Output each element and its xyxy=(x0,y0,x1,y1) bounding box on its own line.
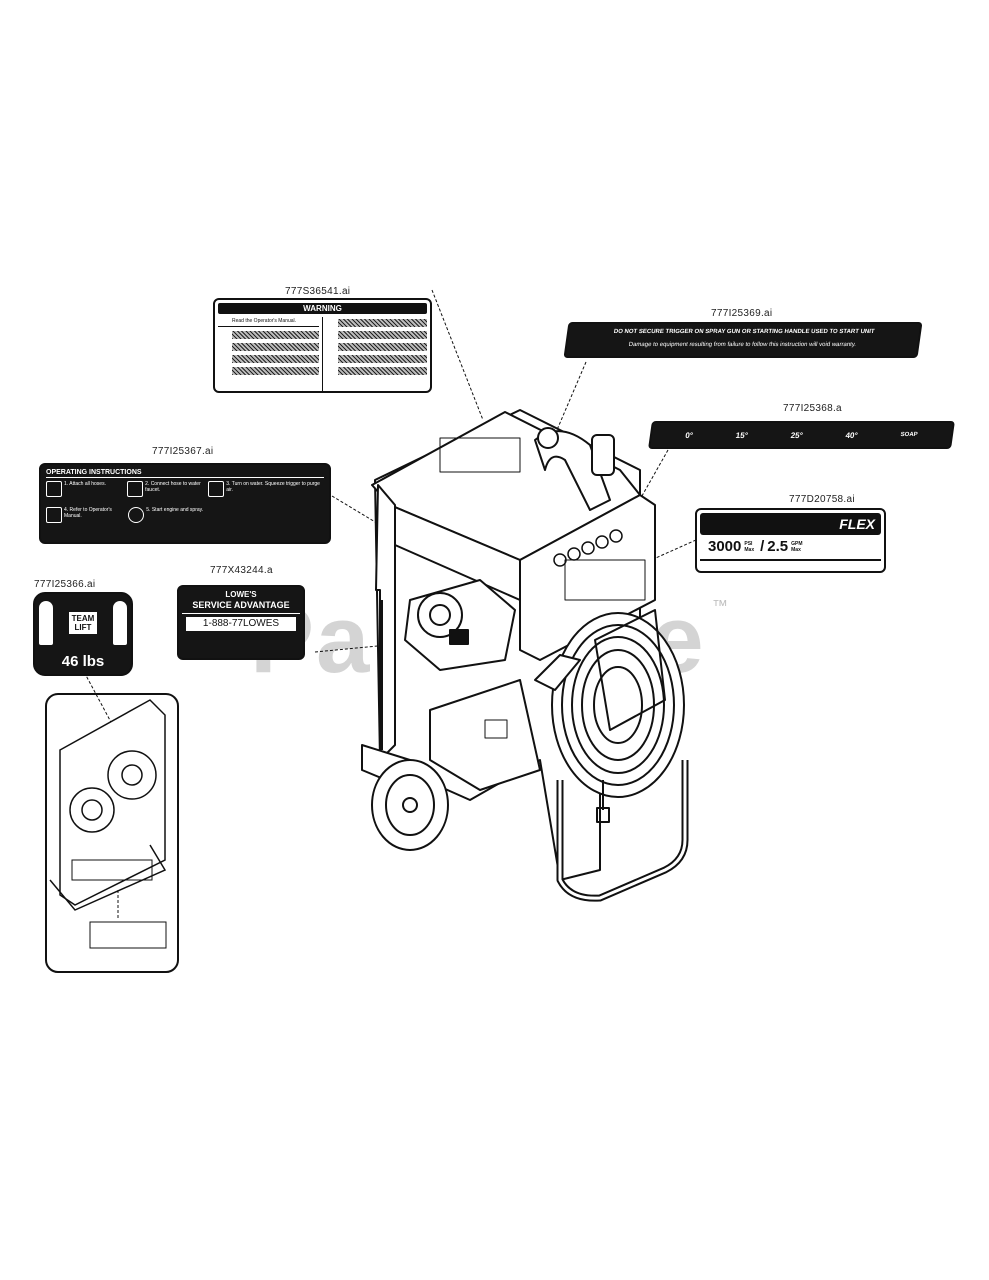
part-label-service: 777X43244.a xyxy=(210,565,273,576)
strip-line-2: Damage to equipment resulting from failu… xyxy=(628,342,857,348)
psi-value: 3000 xyxy=(708,538,742,555)
op-step-5: 5. Start engine and spray. xyxy=(146,507,204,513)
gpm-sub: Max xyxy=(791,546,801,553)
team-label: TEAM xyxy=(71,614,95,623)
check-icon xyxy=(46,481,62,497)
gpm-value: 2.5 xyxy=(767,538,789,555)
psi-sub: Max xyxy=(744,546,755,553)
engine-icon xyxy=(128,507,145,523)
warning-title: WARNING xyxy=(218,303,427,314)
nozzle-decal: 0° 15° 25° 40° SOAP xyxy=(648,421,955,449)
service-advantage-decal: LOWE'S SERVICE ADVANTAGE 1-888-77LOWES xyxy=(177,585,305,660)
lowes-brand: LOWE'S xyxy=(225,590,257,599)
gpm-unit: GPM xyxy=(791,540,803,547)
warning-read-manual: Read the Operator's Manual. xyxy=(218,317,319,327)
spray-gun-icon xyxy=(208,481,225,497)
operating-instructions-decal: OPERATING INSTRUCTIONS 1. Attach all hos… xyxy=(39,463,331,544)
lift-label: LIFT xyxy=(74,623,92,632)
operating-title: OPERATING INSTRUCTIONS xyxy=(46,468,324,478)
service-title: SERVICE ADVANTAGE xyxy=(192,600,290,610)
faucet-icon xyxy=(127,481,144,497)
nozzle-0: 0° xyxy=(684,430,694,440)
op-step-3: 3. Turn on water. Squeeze trigger to pur… xyxy=(226,481,320,493)
part-label-flex: 777D20758.ai xyxy=(789,494,855,505)
psi-unit: PSI xyxy=(744,540,753,547)
nozzle-40: 40° xyxy=(845,430,859,440)
person-right-icon xyxy=(112,601,127,645)
nozzle-25: 25° xyxy=(790,430,804,440)
flex-brand: FLEX xyxy=(839,516,875,532)
warning-decal: WARNING Read the Operator's Manual. xyxy=(213,298,432,393)
flex-decal: FLEX 3000 PSI Max / 2.5 GPM Max xyxy=(695,508,886,573)
part-label-warning: 777S36541.ai xyxy=(285,286,351,297)
part-label-teamlift: 777I25366.ai xyxy=(34,579,96,590)
part-label-nozzle: 777I25368.a xyxy=(783,403,842,414)
op-step-1: 1. Attach all hoses. xyxy=(64,481,106,487)
instruction-strip-decal: DO NOT SECURE TRIGGER ON SPRAY GUN OR ST… xyxy=(563,322,923,358)
part-label-operating: 777I25367.ai xyxy=(152,446,214,457)
person-left-icon xyxy=(39,601,53,645)
strip-line-1: DO NOT SECURE TRIGGER ON SPRAY GUN OR ST… xyxy=(613,329,875,335)
service-phone: 1-888-77LOWES xyxy=(186,617,296,631)
team-lift-decal: TEAM LIFT 46 lbs xyxy=(33,592,133,676)
part-label-instruction-strip: 777I25369.ai xyxy=(711,308,773,319)
weight-label: 46 lbs xyxy=(61,653,105,670)
nozzle-15: 15° xyxy=(735,430,749,440)
nozzle-soap: SOAP xyxy=(900,432,918,438)
watermark-tm: ™ xyxy=(712,598,728,615)
op-step-4: 4. Refer to Operator's Manual. xyxy=(64,507,112,519)
op-step-2: 2. Connect hose to water faucet. xyxy=(145,481,201,493)
manual-icon xyxy=(46,507,62,523)
